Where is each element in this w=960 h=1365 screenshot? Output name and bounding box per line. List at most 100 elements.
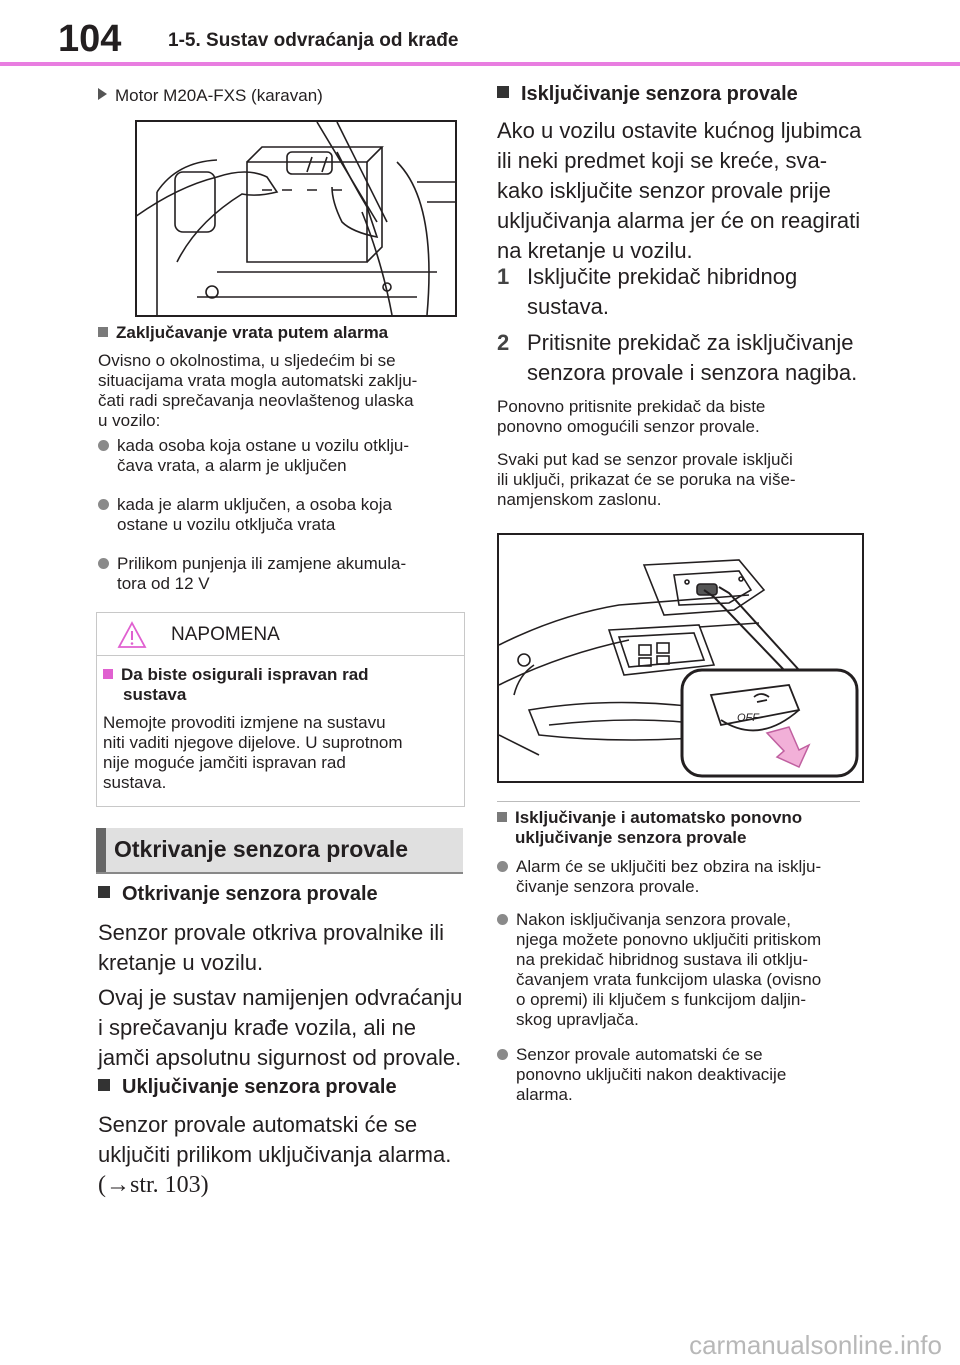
auto-bullet-1: Alarm će se uključiti bez obzira na iskl… — [497, 857, 821, 897]
disable-heading-row: Isključivanje senzora provale — [497, 83, 798, 106]
paragraph-line: ili uključi, prikazat će se poruka na vi… — [497, 470, 796, 489]
bullet-line: ostane u vozilu otključa vrata — [117, 515, 336, 534]
warning-triangle-icon — [117, 621, 147, 648]
bullet-line: njega možete ponovno uključiti pritiskom — [516, 930, 822, 949]
paragraph-line: namjenskom zaslonu. — [497, 490, 662, 509]
lock-heading-row: Zaključavanje vrata putem alarma — [98, 323, 388, 343]
bullet-line: čavanjem vrata funkcijom ulaska (ovisno — [516, 970, 822, 989]
page-reference-link[interactable]: (→str. 103) — [98, 1172, 209, 1198]
note-body-line: niti vaditi njegove dijelove. U suprotno… — [103, 733, 403, 752]
step-line: sustava. — [527, 294, 609, 319]
press-arrow-icon — [765, 726, 811, 768]
dot-bullet-icon — [98, 558, 109, 569]
paragraph-line: ponovno omogućili senzor provale. — [497, 417, 760, 436]
auto-heading: Isključivanje i automatsko ponovno uklju… — [497, 808, 802, 848]
engine-label: Motor M20A-FXS (karavan) — [115, 86, 323, 105]
disable-paragraph: Ako u vozilu ostavite kućnog ljubimca il… — [497, 116, 861, 266]
bullet-line: čava vrata, a alarm je uključen — [117, 456, 347, 475]
detect-paragraph-1: Senzor provale otkriva provalnike ili kr… — [98, 918, 444, 978]
paragraph-line: i sprečavanju krađe vozila, ali ne — [98, 1015, 416, 1040]
paragraph-line: na kretanje u vozilu. — [497, 238, 693, 263]
enable-heading-row: Uključivanje senzora provale — [98, 1076, 397, 1099]
square-bullet-icon — [98, 1079, 110, 1091]
engine-label-row: Motor M20A-FXS (karavan) — [98, 86, 323, 106]
after-paragraph-1: Ponovno pritisnite prekidač da biste pon… — [497, 397, 765, 437]
step-number: 1 — [497, 264, 510, 289]
note-heading-line: sustava — [123, 685, 187, 704]
paragraph-line: Ponovno pritisnite prekidač da biste — [497, 397, 766, 416]
bullet-line: na prekidač hibridnog sustava ili otklju… — [516, 950, 808, 969]
bullet-line: Prilikom punjenja ili zamjene akumula- — [117, 554, 407, 573]
dot-bullet-icon — [497, 914, 508, 925]
dot-bullet-icon — [497, 861, 508, 872]
chapter-title: 1-5. Sustav odvraćanja od krađe — [168, 30, 459, 51]
bullet-line: čivanje senzora provale. — [516, 877, 700, 896]
paragraph-line: kretanje u vozilu. — [98, 950, 264, 975]
console-drawing: OFF — [498, 559, 859, 778]
square-bullet-icon — [103, 669, 113, 679]
page-number: 104 — [58, 18, 122, 60]
note-body: Nemojte provoditi izmjene na sustavu nit… — [103, 713, 403, 793]
square-bullet-icon — [98, 327, 108, 337]
off-switch-label: OFF — [737, 712, 760, 724]
lock-intro-line: situacijama vrata mogla automatski zaklj… — [98, 371, 418, 390]
dot-bullet-icon — [98, 440, 109, 451]
paragraph-line: ili neki predmet koji se kreće, sva- — [497, 148, 828, 173]
paragraph-line: Ako u vozilu ostavite kućnog ljubimca — [497, 118, 862, 143]
enable-paragraph: Senzor provale automatski će se uključit… — [98, 1110, 451, 1200]
step-number: 2 — [497, 330, 510, 355]
auto-bullet-2: Nakon isključivanja senzora provale, nje… — [497, 910, 821, 1030]
battery-drawing — [134, 121, 455, 316]
lock-intro-line: čati radi sprečavanja neovlaštenog ulask… — [98, 391, 414, 410]
paragraph-line: uključivanja alarma jer će on reagirati — [497, 208, 861, 233]
square-bullet-icon — [497, 812, 507, 822]
step-2: 2 Pritisnite prekidač za isključivanje se… — [497, 328, 857, 388]
paragraph-line: kako isključite senzor provale prije — [497, 178, 831, 203]
divider — [497, 801, 860, 802]
triangle-bullet-icon — [98, 88, 107, 100]
bullet-line: Alarm će se uključiti bez obzira na iskl… — [516, 857, 822, 876]
paragraph-line: jamči apsolutnu sigurnost od provale. — [98, 1045, 462, 1070]
bullet-line: tora od 12 V — [117, 574, 210, 593]
bullet-line: ponovno uključiti nakon deaktivacije — [516, 1065, 787, 1084]
step-line: Pritisnite prekidač za isključivanje — [527, 330, 854, 355]
battery-illustration — [134, 120, 457, 317]
bullet-line: alarma. — [516, 1085, 573, 1104]
dot-bullet-icon — [497, 1049, 508, 1060]
lock-bullet-3: Prilikom punjenja ili zamjene akumula-to… — [98, 554, 406, 594]
section-underline — [96, 872, 463, 874]
note-heading-line: Da biste osigurali ispravan rad — [121, 665, 369, 684]
step-line: senzora provale i senzora nagiba. — [527, 360, 858, 385]
detect-heading: Otkrivanje senzora provale — [122, 883, 378, 905]
lock-heading: Zaključavanje vrata putem alarma — [116, 323, 389, 342]
section-accent — [96, 828, 106, 872]
step-line: Isključite prekidač hibridnog — [527, 264, 798, 289]
bullet-line: kada je alarm uključen, a osoba koja — [117, 495, 392, 514]
auto-heading-line: uključivanje senzora provale — [515, 828, 747, 847]
bullet-line: skog upravljača. — [516, 1010, 639, 1029]
lock-intro: Ovisno o okolnostima, u sljedećim bi se … — [98, 351, 468, 431]
square-bullet-icon — [497, 86, 509, 98]
note-box: NAPOMENA Da biste osigurali ispravan rad… — [96, 612, 465, 807]
overhead-console-illustration: OFF — [497, 533, 864, 783]
header-rule — [0, 62, 960, 66]
note-body-line: nije moguće jamčiti ispravan rad — [103, 753, 346, 772]
dot-bullet-icon — [98, 499, 109, 510]
section-title: Otkrivanje senzora provale — [114, 836, 409, 862]
note-title: NAPOMENA — [171, 624, 280, 645]
bullet-line: Senzor provale automatski će se — [516, 1045, 763, 1064]
auto-heading-line: Isključivanje i automatsko ponovno — [515, 808, 803, 827]
detect-heading-row: Otkrivanje senzora provale — [98, 883, 378, 906]
watermark: carmanualsonline.info — [689, 1330, 942, 1360]
paragraph-line: Senzor provale automatski će se — [98, 1112, 418, 1137]
lock-intro-line: u vozilo: — [98, 411, 161, 430]
lock-bullet-1: kada osoba koja ostane u vozilu otklju-č… — [98, 436, 409, 476]
after-paragraph-2: Svaki put kad se senzor provale isključi… — [497, 450, 796, 510]
note-body-line: sustava. — [103, 773, 167, 792]
note-heading: Da biste osigurali ispravan rad sustava — [103, 665, 369, 705]
enable-heading: Uključivanje senzora provale — [122, 1076, 397, 1098]
lock-intro-line: Ovisno o okolnostima, u sljedećim bi se — [98, 351, 396, 370]
bullet-line: o opremi) ili ključem s funkcijom daljin… — [516, 990, 807, 1009]
bullet-line: Nakon isključivanja senzora provale, — [516, 910, 791, 929]
